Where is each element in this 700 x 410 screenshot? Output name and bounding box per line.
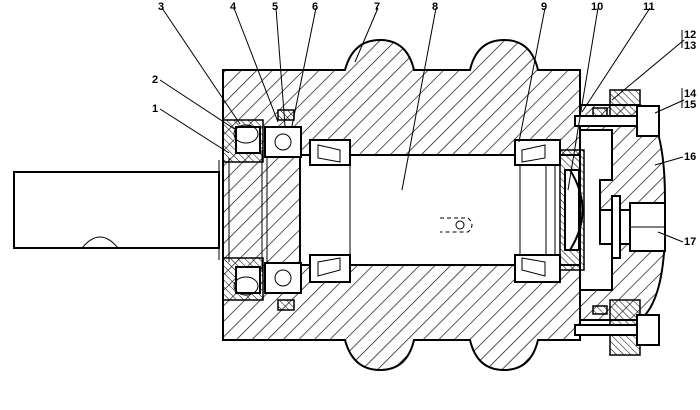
callout-16: 16 [684, 151, 696, 163]
callout-2: 2 [152, 74, 158, 86]
shaft-body [299, 154, 581, 266]
callout-17: 17 [684, 236, 696, 248]
leader-lines [159, 7, 685, 243]
callout-7: 7 [374, 1, 380, 13]
callout-10: 10 [591, 1, 603, 13]
callout-5: 5 [272, 1, 278, 13]
callout-13: 13 [684, 40, 696, 52]
callout-12: 12 [684, 29, 696, 41]
callout-9: 9 [541, 1, 547, 13]
callout-15: 15 [684, 99, 696, 111]
callout-8: 8 [432, 1, 438, 13]
callout-11: 11 [643, 1, 655, 13]
callout-14: 14 [684, 88, 697, 100]
callout-3: 3 [158, 1, 164, 13]
shaft-end [13, 171, 220, 249]
shaft-key-notch [81, 236, 119, 249]
callout-1: 1 [152, 103, 158, 115]
callout-6: 6 [312, 1, 318, 13]
bolt-lower [574, 324, 638, 336]
callout-4: 4 [230, 1, 237, 13]
bolt-upper [574, 115, 638, 127]
